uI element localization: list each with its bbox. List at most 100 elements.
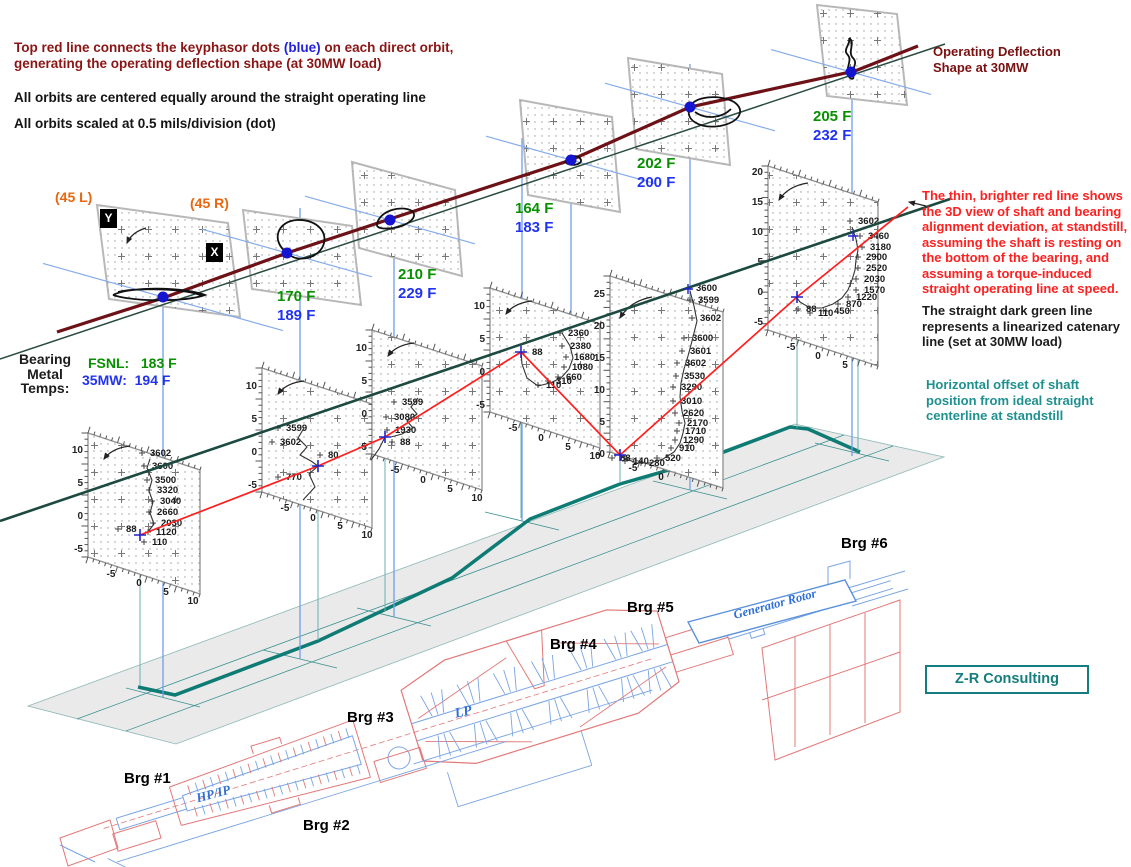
svg-text:3460: 3460 (868, 231, 889, 242)
note-scaled: All orbits scaled at 0.5 mils/division (… (14, 116, 276, 131)
orbit-temp-pair: 202 F 200 F (637, 154, 675, 192)
svg-text:10: 10 (72, 445, 84, 456)
orbit-temp-load: 200 F (637, 174, 676, 191)
svg-text:140: 140 (633, 456, 649, 467)
svg-text:3600: 3600 (696, 283, 717, 294)
svg-text:110: 110 (152, 537, 167, 548)
svg-text:1080: 1080 (572, 362, 593, 373)
svg-text:-5: -5 (476, 400, 485, 411)
orbit-temp-fsnl: 202 F (637, 155, 676, 172)
svg-text:520: 520 (665, 453, 681, 464)
svg-text:0: 0 (77, 511, 83, 522)
svg-text:280: 280 (649, 458, 665, 469)
svg-text:2660: 2660 (157, 507, 178, 518)
teal-offset-note: Horizontal offset of shaft position from… (926, 377, 1094, 423)
svg-text:1290: 1290 (683, 435, 704, 446)
svg-text:2030: 2030 (864, 274, 885, 285)
svg-text:1120: 1120 (156, 527, 177, 538)
svg-text:5: 5 (77, 478, 83, 489)
svg-text:5: 5 (361, 376, 367, 387)
floor-plane (26, 423, 946, 745)
svg-text:3180: 3180 (870, 242, 891, 253)
orbit-temp-load: 229 F (398, 285, 437, 302)
svg-text:10: 10 (361, 530, 373, 541)
orbit-temp-fsnl: 170 F (277, 288, 316, 305)
svg-text:3602: 3602 (280, 437, 301, 448)
note-keyphasor: Top red line connects the keyphasor dots… (14, 40, 459, 72)
svg-text:20: 20 (594, 321, 606, 332)
svg-text:10: 10 (356, 343, 368, 354)
load-label: 35MW: (82, 372, 127, 388)
svg-text:5: 5 (251, 414, 257, 425)
svg-text:3290: 3290 (681, 382, 702, 393)
svg-text:88: 88 (400, 437, 411, 448)
orbit-temp-fsnl: 210 F (398, 266, 437, 283)
red-line-note: The thin, brighter red line shows the 3D… (922, 188, 1128, 296)
bearing-temps-line3: Temps: (20, 380, 70, 396)
bearing-label: Brg #5 (627, 599, 674, 616)
svg-text:5: 5 (842, 360, 848, 371)
svg-text:450: 450 (834, 306, 850, 317)
generator-rotor-box (686, 579, 858, 644)
bearing-label: Brg #4 (550, 636, 597, 653)
bearing-label: Brg #3 (347, 709, 394, 726)
svg-text:1930: 1930 (395, 425, 416, 436)
probe-y-box: Y (100, 209, 117, 228)
svg-text:660: 660 (566, 372, 582, 383)
svg-text:88: 88 (806, 304, 817, 315)
svg-text:3602: 3602 (858, 216, 879, 227)
probe-x-box: X (206, 243, 223, 262)
fsnl-row: FSNL: 183 F (88, 355, 177, 371)
svg-text:1710: 1710 (685, 426, 706, 437)
svg-text:3010: 3010 (681, 396, 702, 407)
svg-text:1220: 1220 (856, 292, 877, 303)
fsnl-value: 183 F (140, 355, 177, 371)
bearing-label: Brg #1 (124, 770, 171, 787)
probe-45r-label: (45 R) (190, 195, 229, 211)
svg-text:910: 910 (679, 443, 695, 454)
svg-text:10: 10 (471, 493, 483, 504)
svg-text:3599: 3599 (698, 295, 719, 306)
bearing-label: Brg #6 (841, 535, 888, 552)
green-line-note: The straight dark green line represents … (922, 303, 1120, 349)
svg-text:10: 10 (474, 301, 486, 312)
svg-text:0: 0 (757, 287, 763, 298)
load-row: 35MW: 194 F (82, 372, 170, 388)
orbit-temp-pair: 210 F 229 F (398, 265, 436, 303)
svg-text:2380: 2380 (570, 341, 591, 352)
svg-text:5: 5 (479, 334, 485, 345)
note-keyphasor-blue: (blue) (283, 40, 321, 55)
bearing-temps-line2: Metal (27, 365, 63, 382)
svg-text:15: 15 (594, 353, 606, 364)
note-centered: All orbits are centered equally around t… (14, 90, 426, 105)
svg-text:0: 0 (479, 367, 485, 378)
svg-text:0: 0 (538, 433, 544, 444)
svg-text:0: 0 (420, 475, 426, 486)
svg-text:2360: 2360 (568, 328, 589, 339)
consulting-badge: Z-R Consulting (925, 665, 1089, 694)
svg-text:20: 20 (752, 167, 764, 178)
svg-text:3602: 3602 (700, 313, 721, 324)
svg-text:3601: 3601 (690, 346, 712, 357)
svg-text:0: 0 (310, 513, 316, 524)
svg-text:10: 10 (246, 381, 258, 392)
svg-text:-5: -5 (107, 569, 116, 580)
svg-text:3599: 3599 (286, 423, 307, 434)
svg-text:3530: 3530 (684, 371, 705, 382)
probe-45l-label: (45 L) (55, 189, 93, 205)
svg-text:88: 88 (126, 524, 137, 535)
note-keyphasor-b: on each direct orbit, generating the ope… (14, 40, 454, 71)
svg-text:25: 25 (594, 289, 606, 300)
bearing-temps-title: Bearing Metal Temps: (12, 352, 78, 396)
svg-text:3040: 3040 (160, 496, 181, 507)
svg-text:-5: -5 (281, 503, 290, 514)
svg-text:2900: 2900 (866, 252, 887, 263)
ods-label: Operating Deflection Shape at 30MW (933, 44, 1061, 75)
svg-text:-5: -5 (509, 423, 518, 434)
svg-text:88: 88 (532, 347, 543, 358)
svg-text:5: 5 (565, 442, 571, 453)
turbine-drawing (59, 560, 909, 867)
